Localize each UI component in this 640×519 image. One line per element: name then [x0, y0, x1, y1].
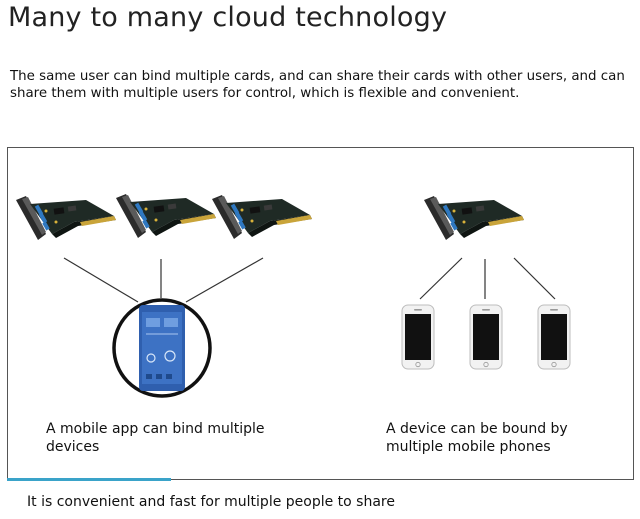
- left-connection-lines: [63, 257, 264, 303]
- phone-2: [469, 304, 503, 370]
- mobile-app-phone: [112, 298, 212, 398]
- right-network-card: [424, 196, 524, 240]
- left-network-card-3: [212, 195, 312, 239]
- caption-left: A mobile app can bind multiple devices: [46, 421, 265, 455]
- frame-accent-bar: [7, 478, 171, 481]
- description-text: The same user can bind multiple cards, a…: [10, 69, 625, 101]
- footer-text: It is convenient and fast for multiple p…: [27, 494, 395, 510]
- left-network-card-1: [16, 196, 116, 240]
- left-network-card-2: [116, 194, 216, 238]
- phone-1: [401, 304, 435, 370]
- caption-right: A device can be bound by multiple mobile…: [386, 421, 568, 455]
- diagram-frame: [7, 147, 634, 480]
- page-title: Many to many cloud technology: [8, 2, 448, 33]
- phone-3: [537, 304, 571, 370]
- right-connection-lines: [419, 257, 556, 300]
